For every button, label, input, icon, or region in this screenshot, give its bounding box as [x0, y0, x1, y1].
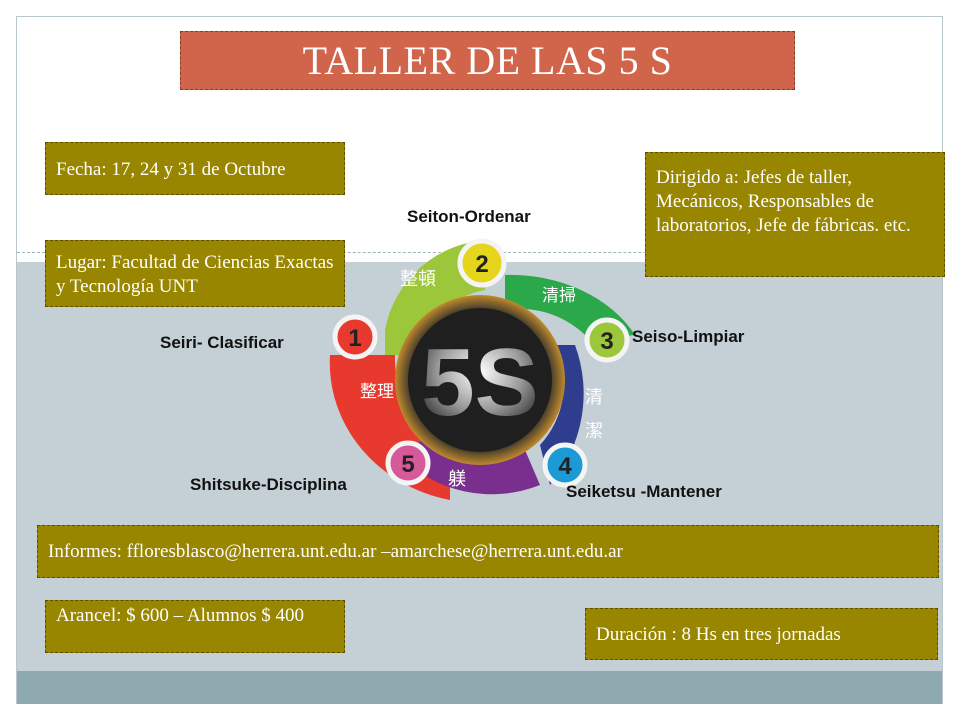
kanji-4b: 潔	[585, 421, 603, 442]
arancel-label: Arancel:	[56, 605, 122, 626]
kanji-3: 清掃	[542, 286, 576, 306]
step-label-3: Seiso-Limpiar	[632, 327, 745, 346]
five-s-wheel: 5S 整理 整頓 清掃 清 潔 躾 1 2 3 4 5	[329, 238, 635, 500]
fecha-box: Fecha: 17, 24 y 31 de Octubre	[45, 142, 345, 195]
lugar-label: Lugar:	[56, 252, 107, 273]
kanji-2: 整頓	[400, 269, 436, 290]
informes-value: ffloresblasco@herrera.unt.edu.ar –amarch…	[121, 541, 623, 562]
duracion-label: Duración	[596, 624, 667, 645]
page-title: TALLER DE LAS 5 S	[302, 38, 673, 83]
lugar-box: Lugar: Facultad de Ciencias Exactas y Te…	[45, 240, 345, 307]
title-banner: TALLER DE LAS 5 S	[180, 31, 795, 90]
step-label-1: Seiri- Clasificar	[160, 333, 284, 352]
arancel-box: Arancel: $ 600 – Alumnos $ 400	[45, 600, 345, 653]
svg-text:4: 4	[558, 453, 572, 480]
badge-4: 4	[542, 442, 588, 488]
step-label-2: Seiton-Ordenar	[407, 207, 531, 226]
hub-core	[408, 308, 552, 452]
footer-band	[17, 671, 942, 704]
informes-box: Informes: ffloresblasco@herrera.unt.edu.…	[37, 525, 939, 578]
arancel-value: $ 600 – Alumnos $ 400	[121, 605, 305, 626]
dirigido-label: Dirigido a:	[656, 167, 739, 188]
badge-5: 5	[385, 440, 431, 486]
hub-text: 5S	[421, 329, 538, 436]
badge-2: 2	[457, 238, 507, 288]
svg-text:1: 1	[348, 325, 361, 352]
step-label-4: Seiketsu -Mantener	[566, 482, 722, 501]
dirigido-box: Dirigido a: Jefes de taller, Mecánicos, …	[645, 152, 945, 277]
fecha-value: 17, 24 y 31 de Octubre	[106, 159, 286, 180]
lugar-value: Facultad de Ciencias Exactas y Tecnologí…	[56, 252, 334, 297]
step-label-5: Shitsuke-Disciplina	[190, 475, 347, 494]
five-s-diagram: 5S 整理 整頓 清掃 清 潔 躾 1 2 3 4 5	[300, 215, 660, 515]
fecha-label: Fecha:	[56, 159, 107, 180]
kanji-5: 躾	[448, 469, 466, 490]
svg-text:3: 3	[600, 328, 613, 355]
duracion-value: : 8 Hs en tres jornadas	[666, 624, 841, 645]
badge-3: 3	[584, 317, 630, 363]
informes-label: Informes:	[48, 541, 122, 562]
svg-text:5: 5	[401, 451, 414, 478]
svg-text:2: 2	[475, 251, 488, 278]
duracion-box: Duración : 8 Hs en tres jornadas	[585, 608, 938, 660]
dirigido-value: Jefes de taller, Mecánicos, Responsables…	[656, 167, 911, 236]
kanji-1: 整理	[360, 382, 394, 402]
badge-1: 1	[332, 314, 378, 360]
kanji-4a: 清	[585, 387, 603, 408]
